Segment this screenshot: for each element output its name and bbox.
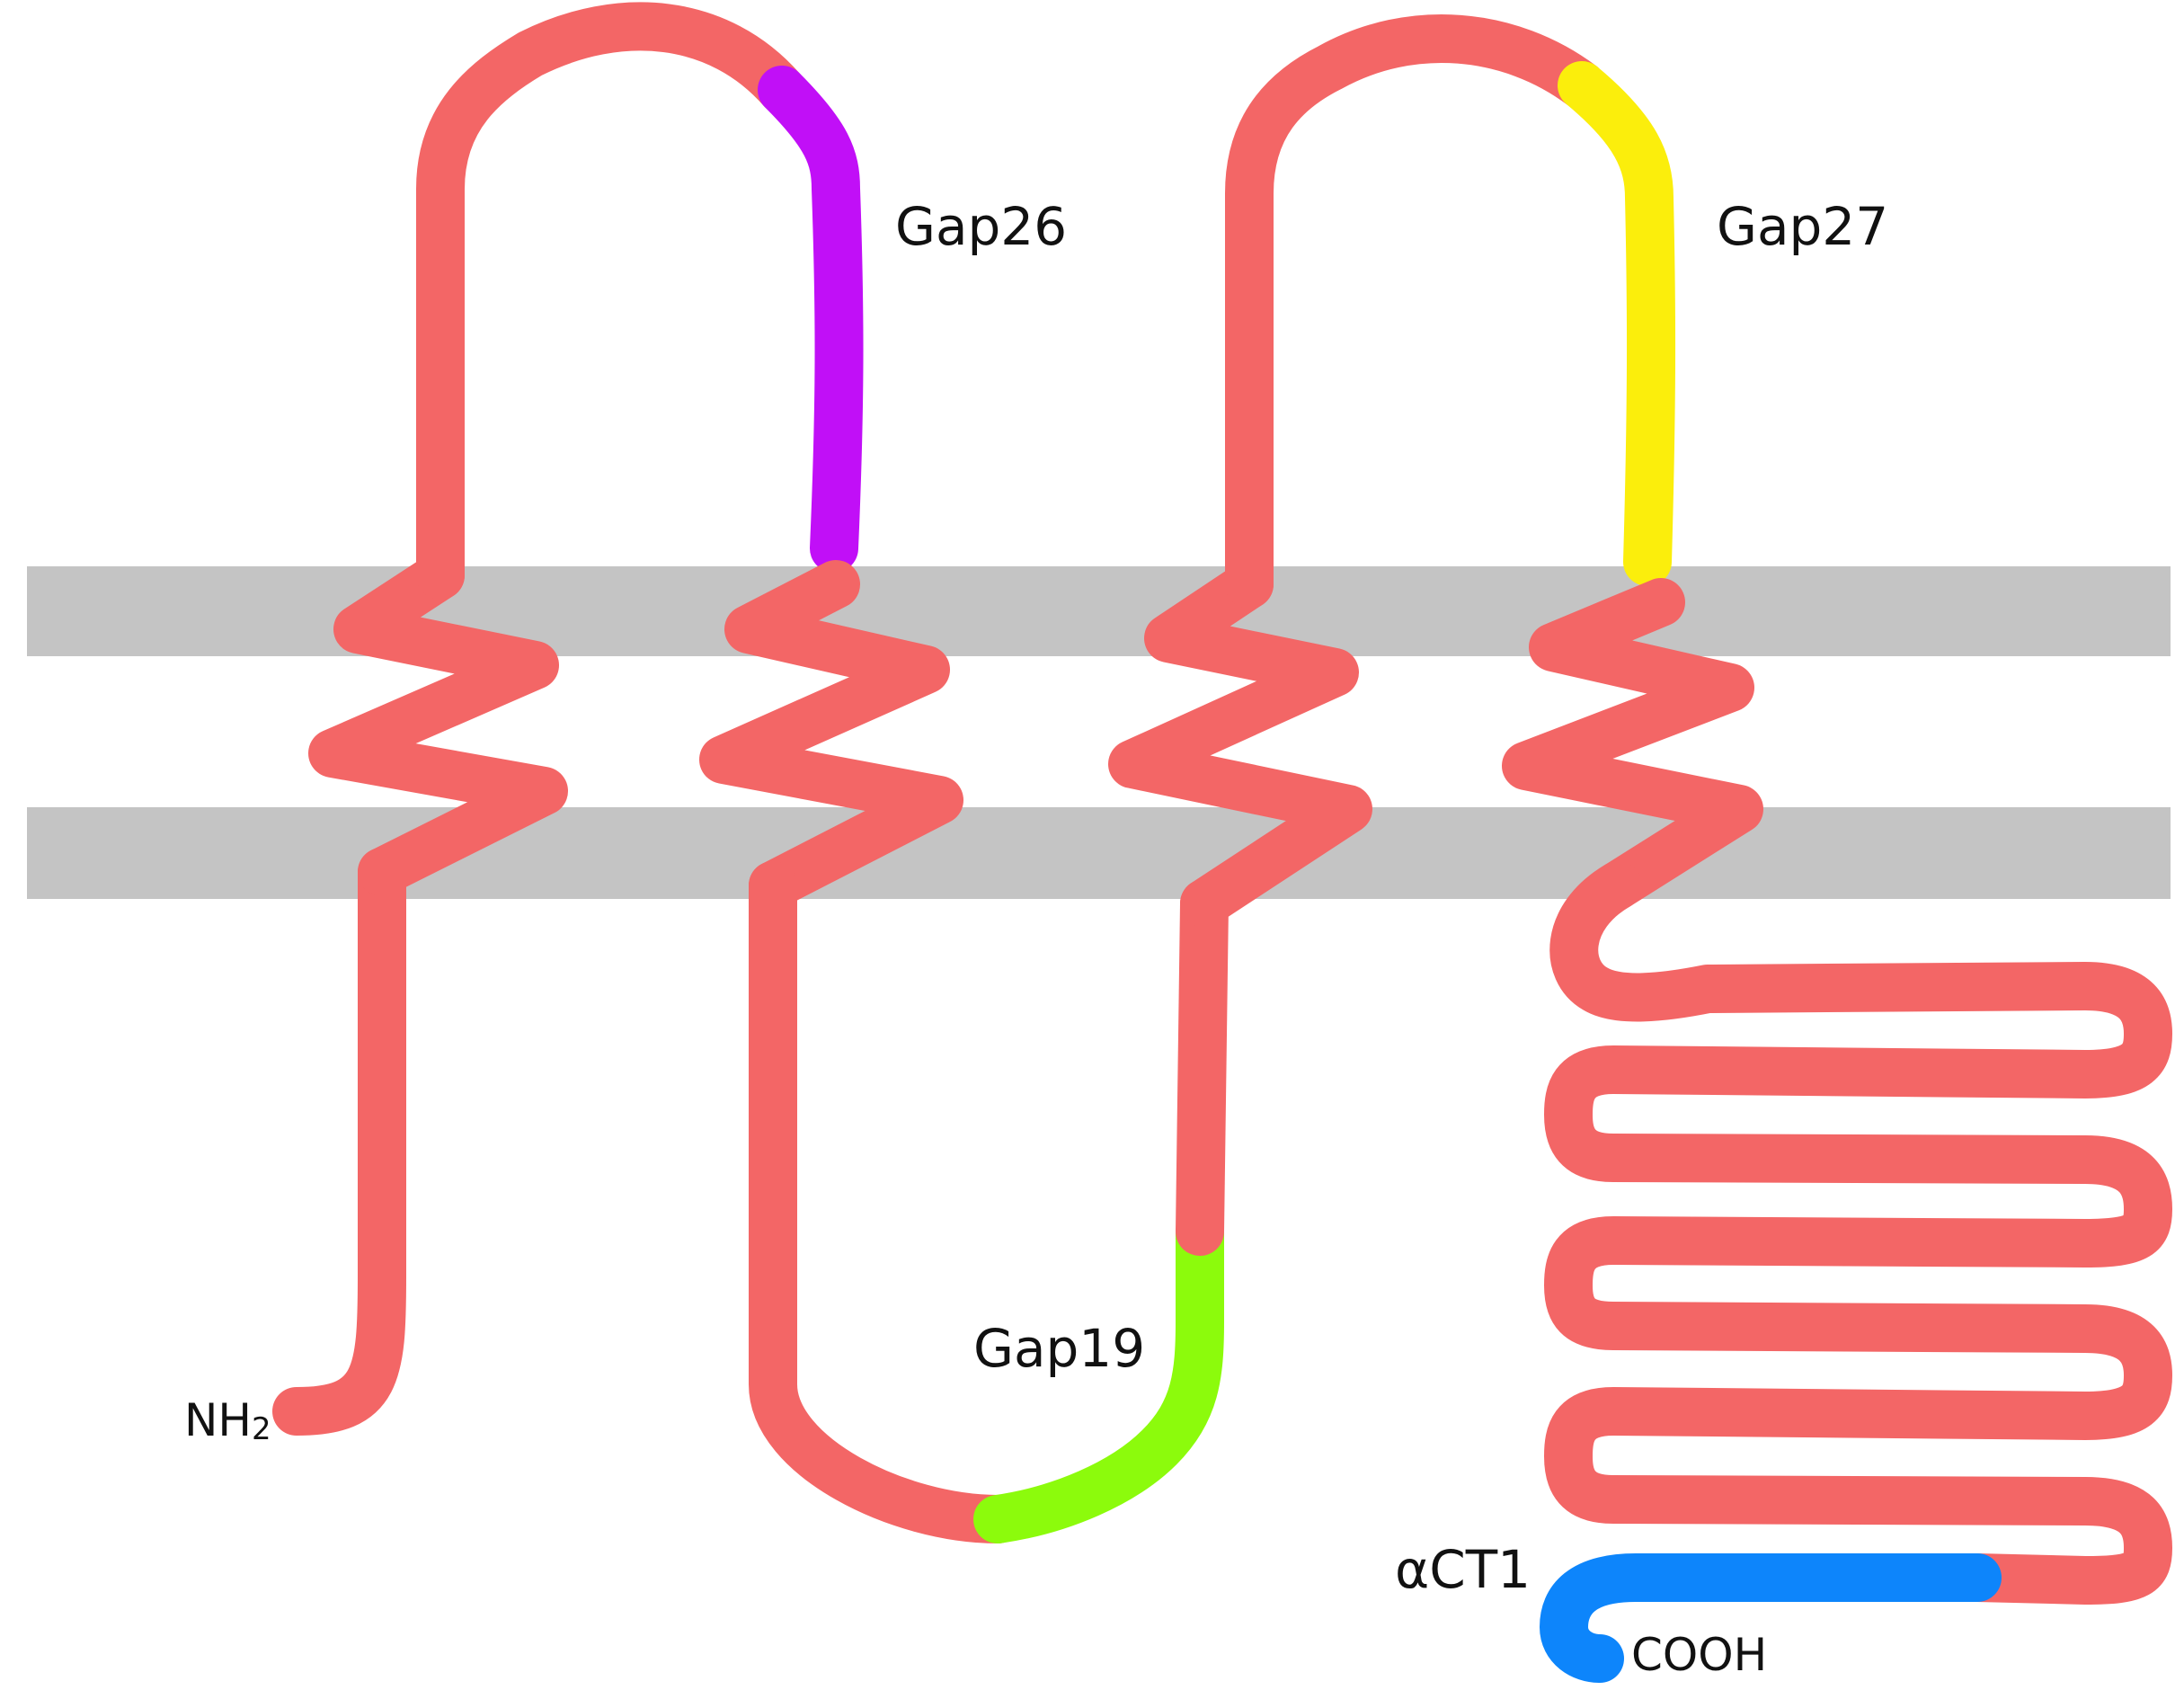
protein-il1-rise <box>1176 879 1229 1256</box>
protein-tm4 <box>1502 578 1763 910</box>
nh2-label-subscript: 2 <box>252 1411 271 1447</box>
gap19-label: Gap19 <box>973 1318 1145 1379</box>
gap26-segment <box>758 66 864 573</box>
membrane-band-lower <box>27 807 2171 899</box>
act1-label: αCT1 <box>1395 1539 1531 1600</box>
protein-el2 <box>1225 14 1606 609</box>
act1-segment <box>1540 1553 2002 1683</box>
nh2-label: NH2 <box>184 1394 271 1447</box>
gap27-label: Gap27 <box>1717 196 1888 257</box>
cooh-label: COOH <box>1631 1629 1767 1681</box>
protein-tm1 <box>308 551 568 896</box>
protein-n-terminus <box>272 848 406 1436</box>
protein-el1 <box>416 2 806 600</box>
gap27-segment <box>1558 61 1676 586</box>
gap19-segment <box>973 1207 1224 1543</box>
nh2-label-main: NH <box>184 1394 252 1446</box>
protein-il1 <box>749 861 1022 1543</box>
gap26-label: Gap26 <box>895 196 1067 257</box>
protein-c-terminus <box>1544 861 2172 1605</box>
protein-tm2 <box>699 560 963 910</box>
protein-tm3 <box>1108 560 1372 928</box>
